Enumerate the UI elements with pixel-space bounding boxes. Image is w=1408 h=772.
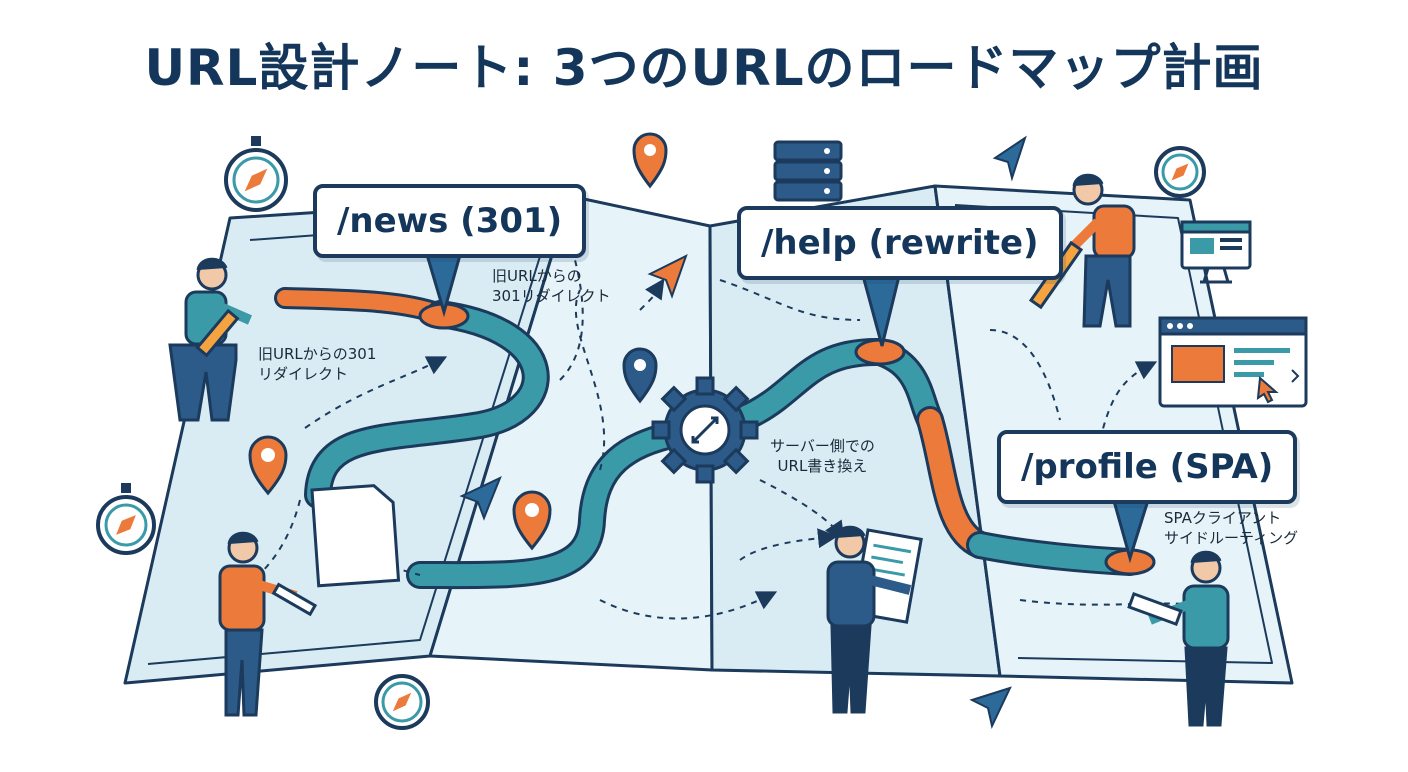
callout-news: /news (301) [313,184,587,258]
browser-window-icon [1158,316,1308,408]
page-title: URL設計ノート: 3つのURLのロードマップ計画 [144,39,1264,97]
navigation-arrow-icon [992,135,1027,182]
route-path [274,287,1144,590]
compass-icon [224,136,288,212]
person-figure [826,525,912,714]
person-figure [218,531,318,717]
note-left-redirect: 旧URLからの301 リダイレクト [258,345,377,383]
note-spa-routing: SPAクライアント サイドルーティング [1164,509,1299,547]
callout-help: /help (rewrite) [737,206,1063,280]
location-pin-icon [622,347,658,404]
callout-profile: /profile (SPA) [997,430,1298,504]
server-stack-icon [773,140,843,202]
note-top-redirect: 旧URLからの 301リダイレクト [492,267,611,305]
location-pin-icon [632,132,668,189]
compass-icon [96,483,156,555]
person-figure [1127,550,1230,727]
document-icon [310,484,401,588]
monitor-icon [1180,220,1252,284]
navigation-arrow-icon [459,476,502,521]
location-pin-icon [248,435,288,496]
location-pin-icon [512,490,552,551]
gear-icon [651,376,759,484]
navigation-arrow-icon [647,254,688,299]
compass-icon [1154,146,1206,198]
note-server-rewrite: サーバー側での URL書き換え [770,437,875,475]
compass-icon [374,674,430,730]
navigation-arrow-icon [969,686,1012,730]
person-figure [168,257,253,422]
